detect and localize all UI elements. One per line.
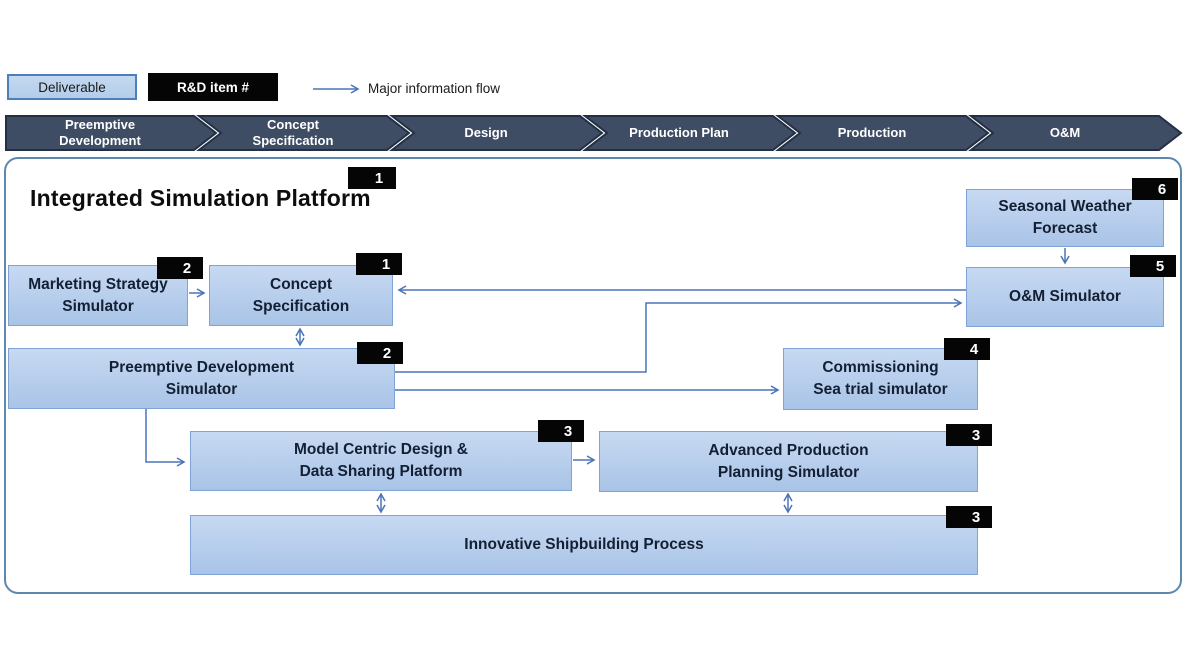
phase-label-production-plan: Production Plan (629, 124, 729, 140)
box-label-line: Data Sharing Platform (299, 463, 463, 480)
box-label-line: Model Centric Design & (294, 441, 468, 459)
box-label-line: Concept (270, 275, 332, 293)
badge-marketing-strategy-simulator: 2 (157, 257, 203, 279)
badge-om-simulator: 5 (1130, 255, 1176, 277)
legend-flow-arrow-icon (313, 84, 360, 94)
phase-chevron-4 (775, 115, 990, 151)
phase-label-design: Design (464, 124, 508, 140)
badge-commissioning-sea-trial-simulator: 4 (944, 338, 990, 360)
box-om-simulator: O&M Simulator (966, 267, 1164, 327)
box-label-line: Simulator (62, 297, 134, 315)
box-advanced-production-planning-simulator: Advanced Production Planning Simulator (599, 431, 978, 492)
badge-preemptive-development-simulator: 2 (357, 342, 403, 364)
box-model-centric-design-data-sharing-platform: Model Centric Design & Data Sharing Plat… (190, 431, 572, 491)
box-concept-specification: Concept Specification (209, 265, 393, 326)
page-title: Integrated Simulation Platform (30, 185, 371, 211)
phase-chevron-0 (5, 115, 218, 151)
badge-model-centric-design: 3 (538, 420, 584, 442)
box-preemptive-development-simulator: Preemptive Development Simulator (8, 348, 395, 409)
box-label-line: O&M Simulator (1009, 288, 1121, 306)
phase-chevron-3 (582, 115, 797, 151)
phase-chevron-2 (389, 115, 604, 151)
phase-label-preemptive-development: Preemptive Development (59, 116, 141, 148)
phase-chevron-1 (196, 115, 411, 151)
box-label-line: Advanced Production (708, 441, 869, 459)
badge-concept-specification: 1 (356, 253, 402, 275)
box-seasonal-weather-forecast: Seasonal Weather Forecast (966, 189, 1164, 247)
phase-label-concept-specification: Concept Specification (252, 116, 334, 148)
box-label-line: Commissioning (822, 359, 939, 377)
box-innovative-shipbuilding-process: Innovative Shipbuilding Process (190, 515, 978, 575)
phase-chevron-band (5, 115, 1183, 151)
badge-platform: 1 (348, 167, 396, 189)
legend-rd-item-label: R&D item # (176, 79, 249, 95)
phase-label-production: Production (837, 124, 907, 140)
box-label-line: Planning Simulator (717, 463, 860, 481)
box-label-line: Seasonal Weather (998, 198, 1132, 216)
phase-label-om: O&M (1049, 124, 1081, 140)
legend-flow-label: Major information flow (368, 80, 501, 96)
box-label-line: Specification (252, 297, 350, 315)
box-marketing-strategy-simulator: Marketing Strategy Simulator (8, 265, 188, 326)
box-label-line: Forecast (1032, 220, 1098, 237)
box-label-line: Innovative Shipbuilding Process (464, 536, 704, 554)
badge-innovative-shipbuilding-process: 3 (946, 506, 992, 528)
badge-seasonal-weather-forecast: 6 (1132, 178, 1178, 200)
badge-advanced-production-planning: 3 (946, 424, 992, 446)
legend-rd-item-swatch: R&D item # (148, 73, 278, 101)
legend-deliverable-swatch: Deliverable (7, 74, 137, 100)
phase-chevron-5 (968, 115, 1183, 151)
legend-deliverable-label: Deliverable (38, 79, 106, 95)
box-label-line: Preemptive Development (108, 358, 295, 376)
box-label-line: Marketing Strategy (28, 275, 168, 293)
box-label-line: Sea trial simulator (813, 381, 948, 398)
box-label-line: Simulator (165, 380, 238, 398)
